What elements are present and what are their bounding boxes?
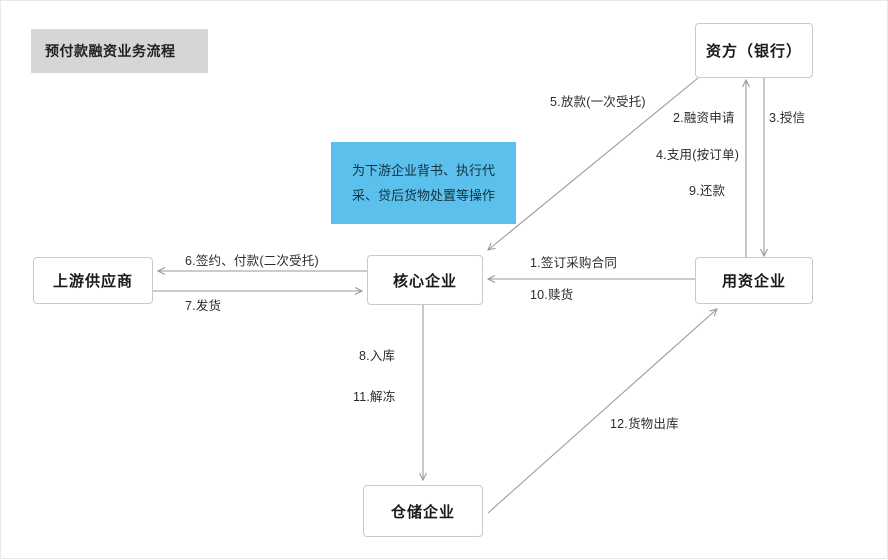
node-borrower-label: 用资企业 [721, 273, 786, 290]
edge-label-11: 11.解冻 [353, 390, 396, 404]
node-borrower[interactable]: 用资企业 [695, 257, 813, 304]
node-warehouse[interactable]: 仓储企业 [363, 485, 483, 537]
annotation-note: 为下游企业背书、执行代采、贷后货物处置等操作 [331, 142, 516, 224]
edge-label-2: 2.融资申请 [673, 111, 735, 125]
edge-label-9: 9.还款 [689, 184, 726, 198]
edge-label-5: 5.放款(一次受托) [550, 95, 646, 109]
node-funder[interactable]: 资方（银行） [695, 23, 813, 78]
edge-label-6: 6.签约、付款(二次受托) [185, 254, 319, 268]
node-funder-label: 资方（银行） [705, 43, 802, 60]
edge-label-10: 10.赎货 [530, 288, 574, 302]
diagram-title: 预付款融资业务流程 [31, 29, 208, 73]
node-warehouse-label: 仓储企业 [390, 503, 455, 521]
node-supplier[interactable]: 上游供应商 [33, 257, 153, 304]
edge-label-4: 4.支用(按订单) [656, 148, 740, 162]
node-supplier-label: 上游供应商 [52, 273, 133, 290]
edge-label-3: 3.授信 [769, 111, 806, 125]
edge-label-7: 7.发货 [185, 299, 222, 313]
edge-label-12: 12.货物出库 [610, 417, 679, 431]
edge-label-1: 1.签订采购合同 [530, 256, 618, 270]
node-core-label: 核心企业 [392, 272, 457, 290]
edge-label-8: 8.入库 [359, 349, 396, 363]
edge-line-12 [487, 309, 717, 514]
node-core[interactable]: 核心企业 [367, 255, 483, 305]
